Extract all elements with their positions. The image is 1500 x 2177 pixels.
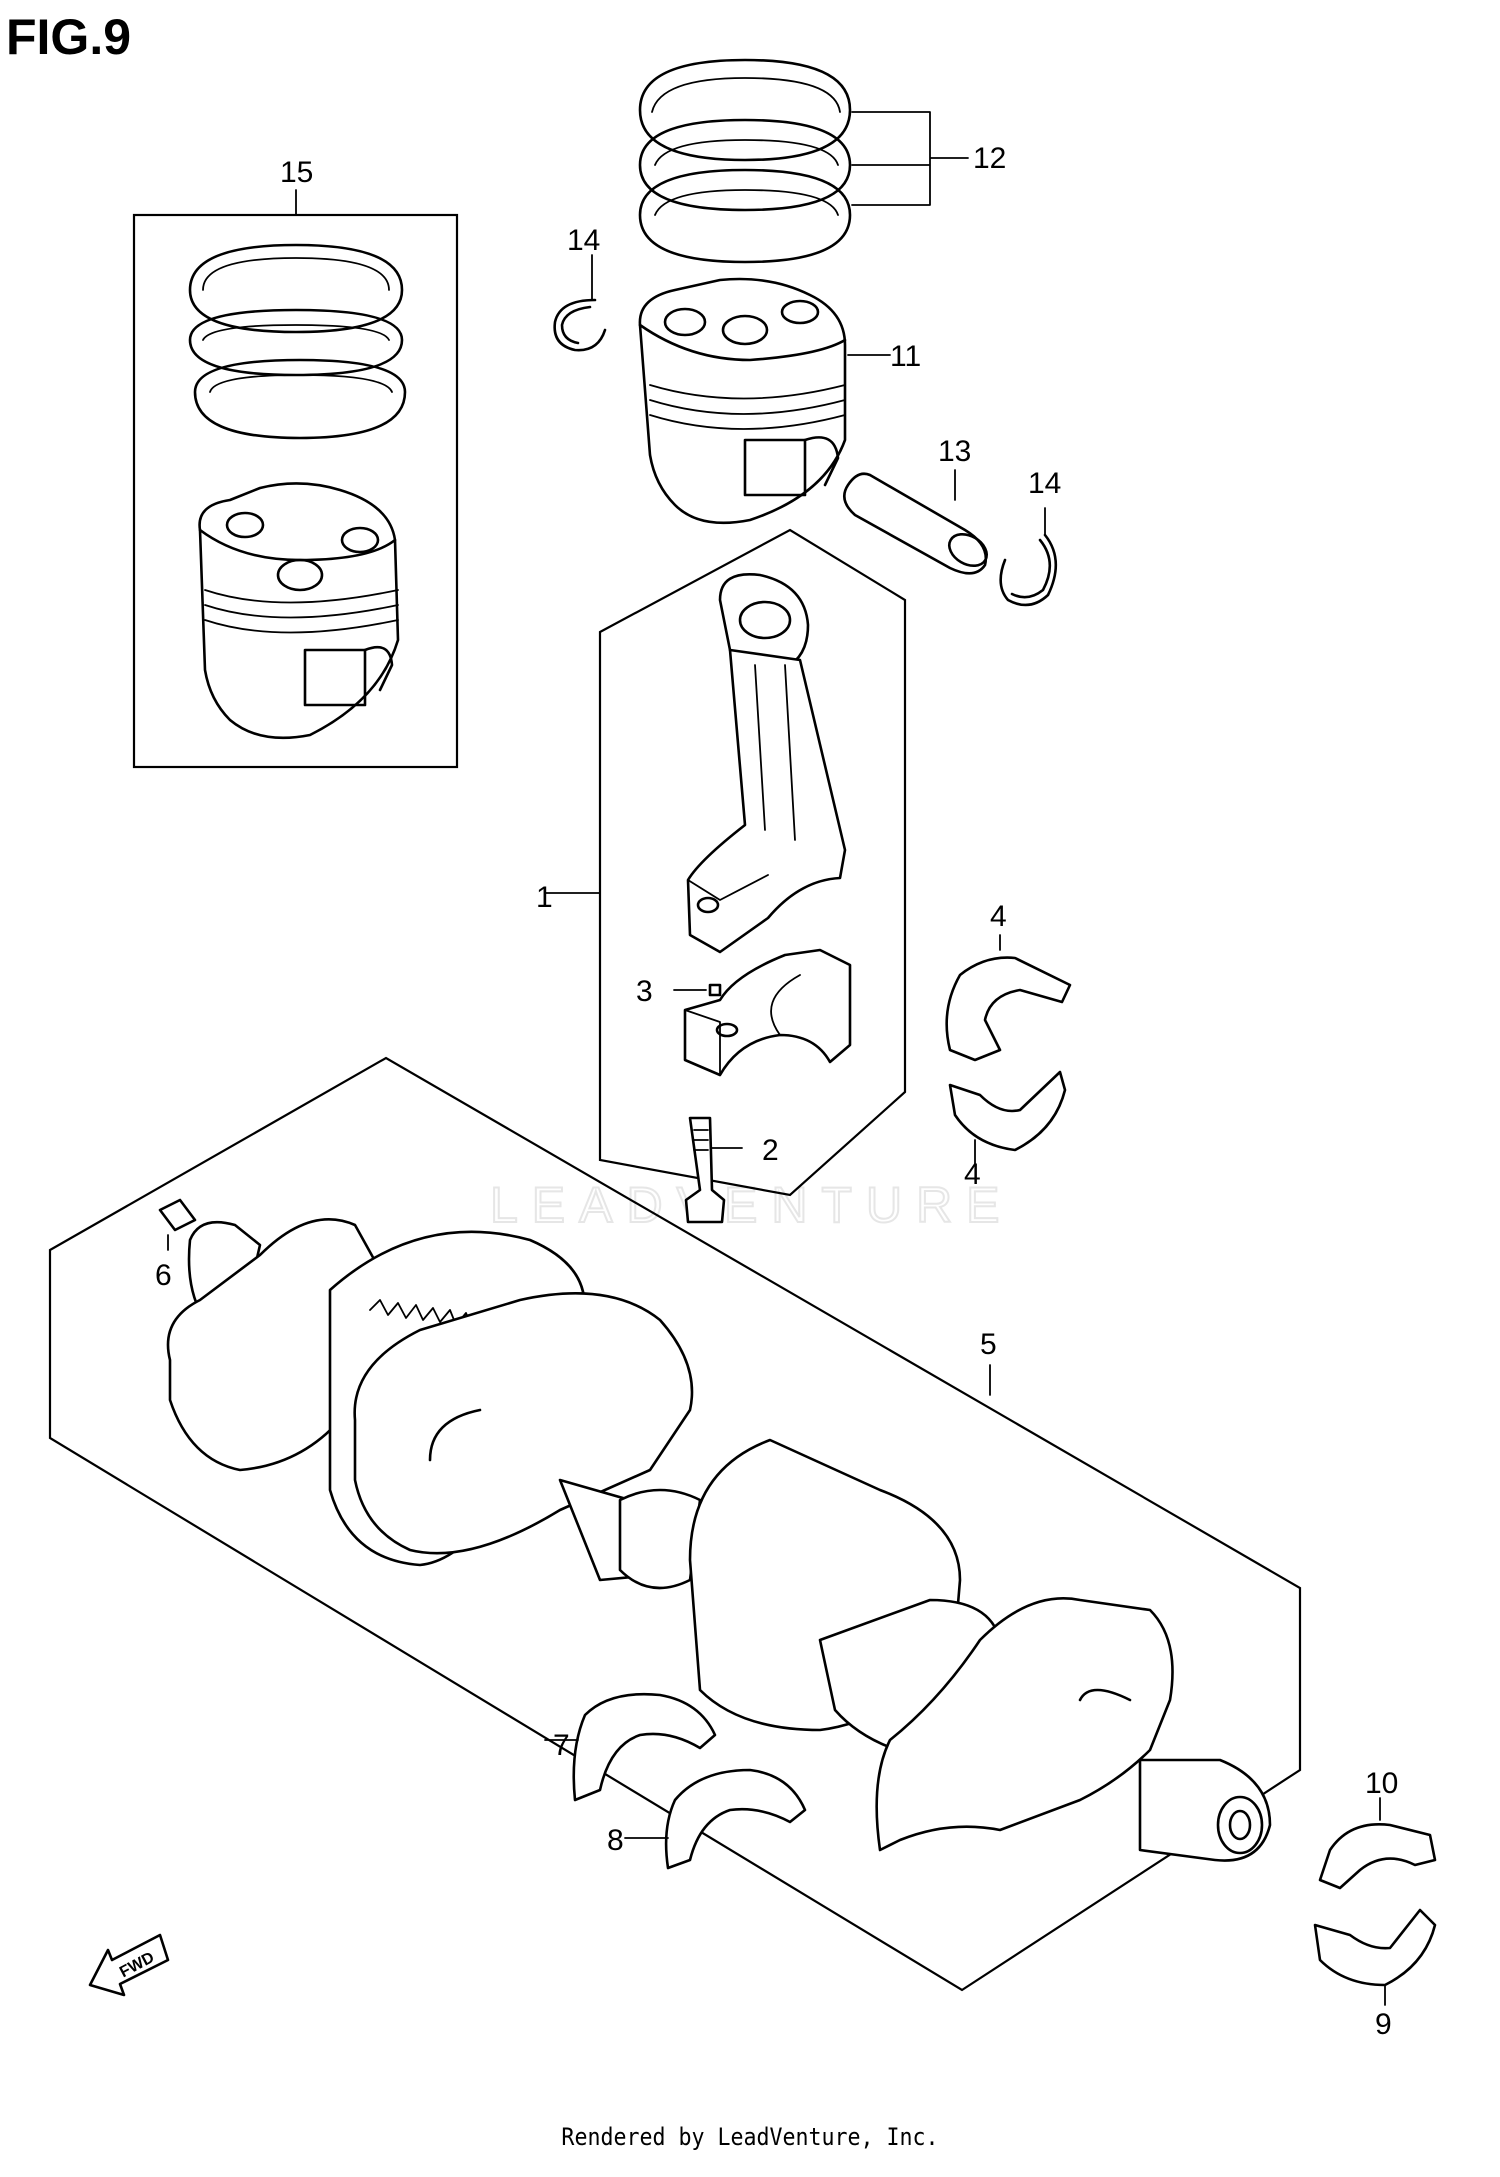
callout-14-left: 14: [567, 224, 600, 257]
piston-pin-13: [843, 469, 988, 575]
callout-7: 7: [553, 1729, 570, 1762]
piston-ring-assembly-15: [132, 213, 459, 769]
callout-8: 8: [607, 1824, 624, 1857]
thrust-bearing-8: [624, 1768, 807, 1870]
footer-credit: Rendered by LeadVenture, Inc.: [561, 2123, 939, 2151]
piston-ring-set-12: [638, 58, 969, 264]
connecting-rod-bearing-4: [945, 934, 1072, 1166]
callout-5: 5: [980, 1328, 997, 1361]
assembly-frame-5: [48, 1056, 1302, 1992]
callout-12: 12: [973, 142, 1006, 175]
callout-9: 9: [1375, 2008, 1392, 2041]
crankshaft-journal-bearing-9: [1313, 1908, 1437, 2006]
callout-3: 3: [636, 975, 653, 1008]
callout-6: 6: [155, 1259, 172, 1292]
piston-pin-circlip-14b: [999, 507, 1058, 607]
callout-13: 13: [938, 435, 971, 468]
callout-10: 10: [1365, 1767, 1398, 1800]
piston-15: [198, 482, 400, 740]
piston-11: [638, 277, 891, 525]
crankshaft-5: [48, 1056, 1302, 1992]
watermark: LEADVENTURE: [490, 1177, 1014, 1233]
callout-2: 2: [762, 1134, 779, 1167]
assembly-frame-1: [598, 528, 907, 1197]
callout-1: 1: [536, 881, 553, 914]
piston-rings-15: [188, 243, 407, 440]
callout-4-bottom: 4: [964, 1158, 981, 1191]
piston-pin-circlip-14a: [553, 254, 607, 352]
figure-title: FIG.9: [6, 9, 132, 65]
crankshaft-journal-bearing-10: [1318, 1797, 1437, 1890]
callout-11: 11: [890, 340, 921, 373]
thrust-bearing-7: [544, 1692, 717, 1802]
fwd-arrow-icon: FWD: [88, 1933, 170, 1997]
callout-15: 15: [280, 156, 313, 189]
connecting-rod-assembly-1: [544, 528, 907, 1224]
callout-14-right: 14: [1028, 467, 1061, 500]
callout-4-top: 4: [990, 900, 1007, 933]
